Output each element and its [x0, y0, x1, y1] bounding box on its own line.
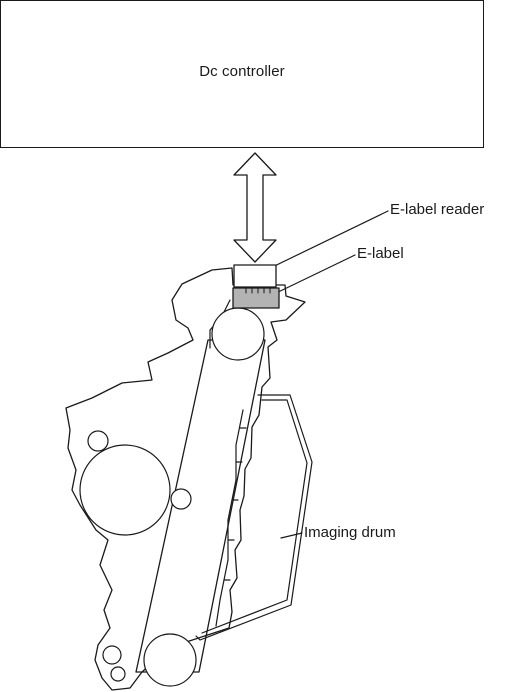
e-label-label: E-label — [357, 245, 404, 262]
e-label-reader-label: E-label reader — [390, 201, 484, 218]
e-label-leader — [270, 255, 355, 296]
imaging-drum-label: Imaging drum — [304, 524, 396, 541]
e-label — [233, 288, 279, 308]
imaging-drum-leader — [281, 533, 302, 538]
large-roller — [80, 445, 170, 535]
upper-roller — [212, 308, 264, 360]
lower-roller — [144, 634, 196, 686]
small-roller-upper — [88, 431, 108, 451]
e-label-reader — [234, 265, 276, 287]
small-roller-right — [171, 489, 191, 509]
small-roller-bottom-b — [111, 667, 125, 681]
imaging-drum-bracket — [196, 395, 312, 640]
imaging-drum-bracket-inner — [202, 400, 307, 633]
e-label-reader-leader — [258, 211, 388, 274]
communication-arrow — [234, 153, 276, 262]
small-roller-bottom-a — [103, 646, 121, 664]
